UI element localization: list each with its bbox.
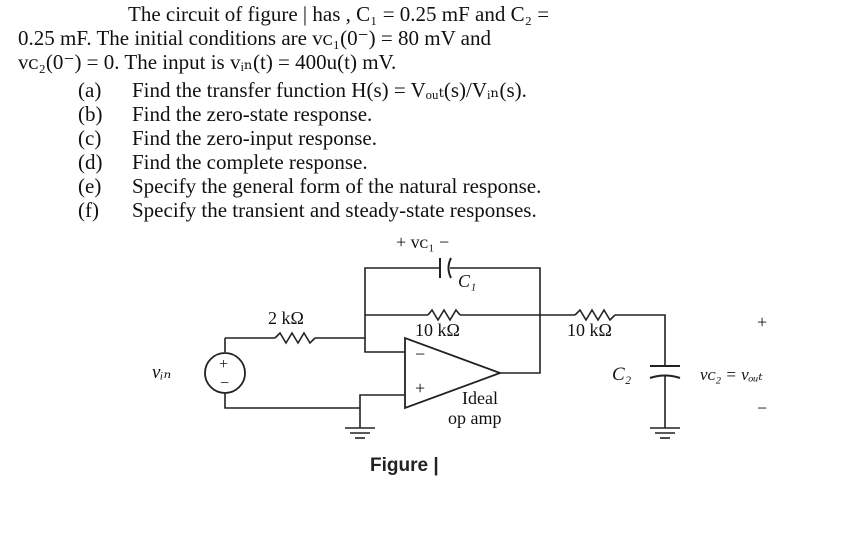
ground-icon bbox=[345, 427, 375, 439]
part-text: Find the complete response. bbox=[132, 150, 368, 174]
wire-c1-right bbox=[450, 267, 541, 315]
part-label: (d) bbox=[78, 150, 103, 174]
part-label: (f) bbox=[78, 198, 99, 222]
c1-label: C₁ bbox=[458, 271, 476, 291]
part-text: Find the zero-state response. bbox=[132, 102, 373, 126]
wire-source-ground bbox=[224, 393, 360, 409]
part-text: Specify the general form of the natural … bbox=[132, 174, 542, 198]
vout-label: vᴄ₂ = vₒᵤₜ bbox=[700, 365, 763, 384]
resistor-feedback-label: 10 kΩ bbox=[415, 320, 460, 340]
part-label: (b) bbox=[78, 102, 103, 126]
wire-rin-right bbox=[315, 337, 405, 353]
part-text: Find the transfer function H(s) = Vₒᵤₜ(s… bbox=[132, 78, 527, 102]
problem-line-3: vᴄ₂(0⁻) = 0. The input is vᵢₙ(t) = 400u(… bbox=[18, 50, 397, 74]
opamp-label-ideal: Ideal bbox=[462, 388, 498, 408]
part-text: Specify the transient and steady-state r… bbox=[132, 198, 537, 222]
problem-line-1: The circuit of figure | has , C₁ = 0.25 … bbox=[128, 2, 550, 26]
vout-minus: − bbox=[757, 398, 767, 418]
wire-rout-right bbox=[615, 314, 666, 366]
problem-part-c: (c) Find the zero-input response. bbox=[78, 126, 377, 150]
capacitor-c1 bbox=[439, 257, 452, 279]
part-label: (a) bbox=[78, 78, 102, 102]
problem-part-f: (f) Specify the transient and steady-stat… bbox=[78, 198, 537, 222]
opamp-plus-label: + bbox=[415, 378, 425, 398]
problem-part-a: (a) Find the transfer function H(s) = Vₒᵤ… bbox=[78, 78, 527, 102]
resistor-input-label: 2 kΩ bbox=[268, 308, 304, 328]
source-minus: − bbox=[220, 375, 229, 392]
resistor-output-label: 10 kΩ bbox=[567, 320, 612, 340]
part-text: Find the zero-input response. bbox=[132, 126, 377, 150]
source-plus: + bbox=[219, 356, 228, 373]
vin-label: vᵢₙ bbox=[152, 362, 171, 383]
opamp-symbol bbox=[404, 336, 503, 410]
part-label: (c) bbox=[78, 126, 102, 150]
resistor-feedback bbox=[427, 308, 461, 322]
problem-part-b: (b) Find the zero-state response. bbox=[78, 102, 372, 126]
wire-opamp-output bbox=[500, 315, 541, 374]
figure-caption: Figure | bbox=[370, 455, 439, 476]
resistor-output bbox=[574, 308, 616, 322]
wire-noninverting-ground bbox=[359, 394, 405, 428]
problem-part-d: (d) Find the complete response. bbox=[78, 150, 368, 174]
vout-plus: + bbox=[757, 312, 767, 332]
capacitor-c2 bbox=[649, 365, 681, 379]
problem-line-2: 0.25 mF. The initial conditions are vᴄ₁(… bbox=[18, 26, 491, 50]
wire-c1-left bbox=[364, 267, 440, 315]
part-label: (e) bbox=[78, 174, 102, 198]
problem-part-e: (e) Specify the general form of the natur… bbox=[78, 174, 541, 198]
vc1-label: + vᴄ₁ − bbox=[396, 232, 449, 252]
opamp-minus-label: − bbox=[415, 344, 425, 364]
resistor-input bbox=[274, 331, 316, 345]
opamp-label-type: op amp bbox=[448, 408, 502, 428]
ground-icon bbox=[650, 427, 680, 439]
c2-label: C₂ bbox=[612, 364, 632, 385]
